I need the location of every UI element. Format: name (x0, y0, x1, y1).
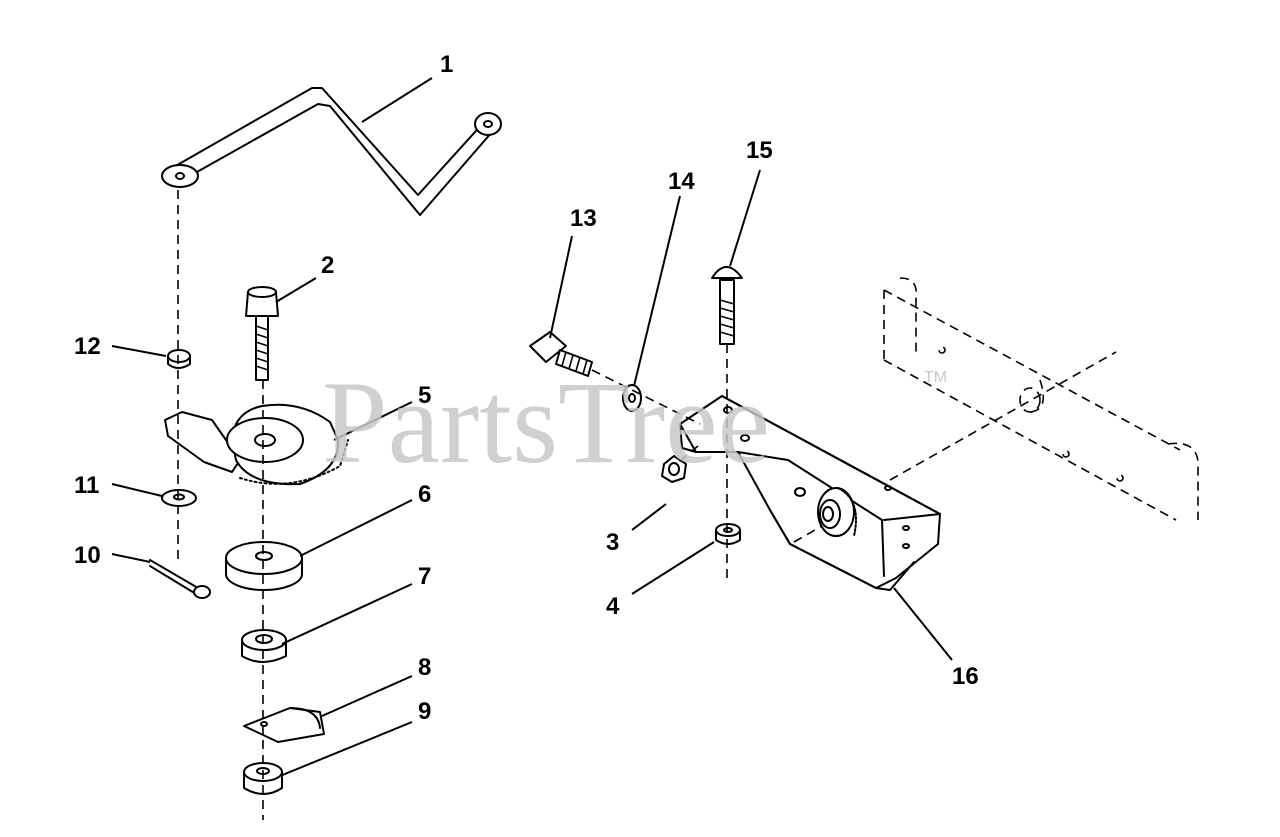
nut-part-4[interactable] (715, 523, 741, 545)
watermark-text: PartsTree (322, 357, 770, 488)
hex-bolt-part-13[interactable] (529, 331, 593, 377)
shift-gear-plate-part-5[interactable] (164, 403, 349, 486)
callout-13[interactable]: 13 (570, 205, 597, 232)
callout-14[interactable]: 14 (668, 168, 695, 195)
bracket-part-16[interactable] (679, 395, 941, 591)
callout-10[interactable]: 10 (74, 542, 101, 569)
nut-part-3[interactable] (661, 455, 687, 483)
washer-part-11[interactable] (161, 489, 197, 507)
axle-phantom (883, 277, 1199, 521)
callout-12[interactable]: 12 (74, 333, 101, 360)
clip-part-8[interactable] (243, 707, 325, 743)
axis-line (591, 369, 701, 425)
shift-rod-part-1[interactable] (161, 87, 502, 216)
callout-2[interactable]: 2 (321, 252, 334, 279)
axis-line (889, 351, 1117, 481)
hex-bolt-part-2[interactable] (245, 286, 279, 381)
leader-lines (111, 77, 953, 777)
axis-line (675, 445, 699, 465)
callout-1[interactable]: 1 (440, 51, 453, 78)
axis-line (793, 525, 823, 543)
watermark-tm: TM (924, 369, 947, 386)
hex-nut-part-7[interactable] (241, 629, 287, 663)
nut-part-12[interactable] (167, 349, 191, 369)
callout-7[interactable]: 7 (418, 563, 431, 590)
carriage-bolt-part-15[interactable] (711, 266, 743, 345)
callout-15[interactable]: 15 (746, 137, 773, 164)
callout-11[interactable]: 11 (74, 472, 99, 499)
callout-9[interactable]: 9 (418, 698, 431, 725)
callout-5[interactable]: 5 (418, 382, 431, 409)
callout-4[interactable]: 4 (606, 593, 620, 620)
callout-3[interactable]: 3 (606, 529, 619, 556)
callout-6[interactable]: 6 (418, 481, 431, 508)
callout-8[interactable]: 8 (418, 654, 431, 681)
cotter-pin-part-10[interactable] (149, 559, 211, 599)
callout-16[interactable]: 16 (952, 663, 979, 690)
washer-part-6[interactable] (225, 541, 303, 591)
